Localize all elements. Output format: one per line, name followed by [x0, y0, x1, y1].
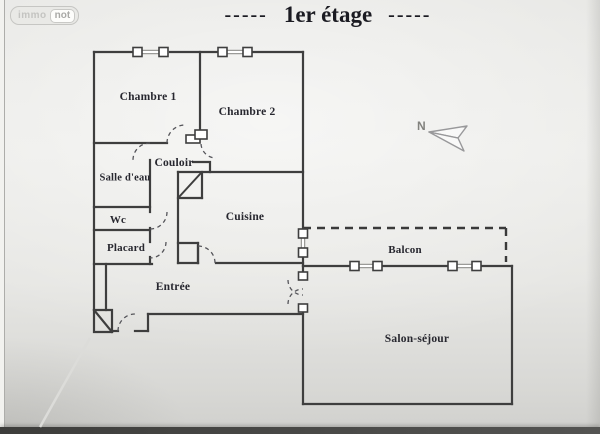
door-jambs: [185, 129, 309, 313]
paper-crease: [38, 337, 92, 428]
room-label-salon: Salon-séjour: [384, 333, 450, 345]
door-arc-chambre1: [166, 124, 186, 144]
windows-layer: [132, 46, 482, 272]
walls-layer: [92, 50, 514, 406]
balcony-dashed-outline: [303, 226, 508, 262]
room-label-balcon: Balcon: [388, 244, 422, 256]
logo-text-immo: immo: [18, 9, 47, 21]
immonot-logo: immo not: [10, 6, 80, 25]
paper-left-edge: [0, 0, 5, 427]
title-dashes-left: -----: [224, 4, 268, 26]
room-label-wc: Wc: [109, 214, 127, 226]
cuisine-corner-hatch: [178, 172, 202, 198]
door-arc-placard: [149, 241, 167, 259]
window-end-squares: [132, 46, 482, 272]
room-label-cuisine: Cuisine: [225, 211, 265, 223]
room-label-chambre2: Chambre 2: [218, 106, 276, 118]
door-arc-cuisine: [197, 245, 216, 264]
room-label-salle-deau: Salle d'eau: [99, 172, 151, 184]
doors-layer: [117, 124, 304, 332]
photo-bottom-edge: [0, 427, 600, 434]
room-label-couloir: Couloir: [154, 157, 194, 169]
north-label: N: [417, 119, 426, 133]
door-arc-chambre2: [200, 143, 217, 159]
room-label-chambre1: Chambre 1: [119, 91, 177, 103]
door-arc-wc: [149, 211, 168, 230]
compass-arrow-icon: [428, 125, 468, 152]
compass: N: [417, 119, 468, 152]
door-arc-salon-leaf2: [287, 288, 304, 305]
logo-text-not: not: [49, 8, 76, 23]
paper-right-edge: [586, 0, 600, 427]
title-dashes-right: -----: [388, 4, 432, 26]
room-label-placard: Placard: [106, 242, 146, 254]
title-text: 1er étage: [283, 2, 373, 27]
page-title: ----- 1er étage -----: [28, 2, 600, 28]
room-label-entree: Entrée: [155, 281, 191, 293]
door-arc-entree: [117, 313, 136, 332]
door-arc-salle-deau: [132, 142, 151, 161]
door-arc-salon-leaf1: [287, 279, 304, 296]
